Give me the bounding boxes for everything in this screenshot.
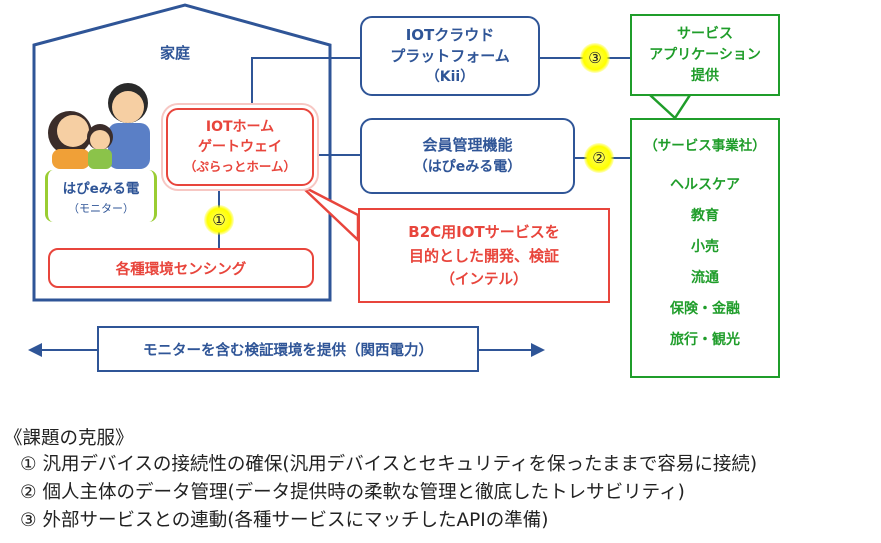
- house-title: 家庭: [160, 44, 191, 62]
- provider-item-retail: 小売: [691, 239, 719, 255]
- b2c-callout-box: B2C用IOTサービスを 目的とした開発、検証 （インテル）: [358, 208, 610, 303]
- monitor-sub: （モニター）: [68, 201, 134, 215]
- member-line2: （はぴeみる電）: [413, 159, 522, 175]
- gateway-line2: ゲートウェイ: [198, 139, 282, 155]
- gateway-box: IOTホーム ゲートウェイ （ぷらっとホーム）: [166, 108, 314, 186]
- gateway-cloud-line: [251, 57, 360, 108]
- cloud-box: IOTクラウド プラットフォーム （Kii）: [360, 16, 540, 96]
- issue-item-3: ③ 外部サービスとの連動(各種サービスにマッチしたAPIの準備): [20, 510, 549, 531]
- family-illustration: [48, 83, 150, 169]
- provider-item-distribution: 流通: [691, 270, 719, 286]
- cloud-line3: （Kii）: [425, 68, 475, 85]
- provider-item-education: 教育: [691, 208, 719, 224]
- service-app-pointer: [646, 93, 693, 120]
- b2c-line3: （インテル）: [440, 271, 528, 288]
- issue-item-1: ① 汎用デバイスの接続性の確保(汎用デバイスとセキュリティを保ったままで容易に接…: [20, 454, 758, 475]
- service-provider-title: （サービス事業社）: [644, 138, 766, 154]
- b2c-line2: 目的とした開発、検証: [408, 246, 559, 265]
- arrow-head-left: [28, 343, 42, 357]
- arrow-head-right: [531, 343, 545, 357]
- service-app-line2: アプリケーション: [649, 46, 761, 63]
- issues-heading: 《課題の克服》: [4, 428, 134, 449]
- provider-item-insurance-finance: 保険・金融: [670, 301, 740, 317]
- gateway-line3: （ぷらっとホーム）: [183, 159, 297, 174]
- service-app-line3: 提供: [691, 67, 719, 84]
- service-app-line1: サービス: [677, 25, 733, 42]
- monitor-name: はぴeみる電: [62, 180, 140, 197]
- monitor-env-label: モニターを含む検証環境を提供（関西電力）: [143, 342, 433, 359]
- sensing-label: 各種環境センシング: [115, 261, 247, 278]
- gateway-line1: IOTホーム: [205, 119, 275, 135]
- member-line1: 会員管理機能: [422, 136, 513, 154]
- monitor-bracket: はぴeみる電 （モニター）: [45, 170, 157, 222]
- service-provider-box: （サービス事業社） ヘルスケア 教育 小売 流通 保険・金融 旅行・観光: [630, 118, 780, 378]
- marker-2: ②: [584, 143, 614, 173]
- provider-item-healthcare: ヘルスケア: [670, 177, 740, 193]
- b2c-line1: B2C用IOTサービスを: [408, 222, 560, 241]
- marker-3: ③: [580, 43, 610, 73]
- monitor-env-box: モニターを含む検証環境を提供（関西電力）: [97, 326, 479, 372]
- cloud-line1: IOTクラウド: [405, 25, 495, 44]
- issue-item-2: ② 個人主体のデータ管理(データ提供時の柔軟な管理と徹底したトレサビリティ): [20, 482, 685, 503]
- sensing-box: 各種環境センシング: [48, 248, 314, 288]
- provider-item-travel-tourism: 旅行・観光: [670, 332, 740, 348]
- cloud-line2: プラットフォーム: [390, 46, 510, 65]
- member-box: 会員管理機能 （はぴeみる電）: [360, 118, 575, 194]
- marker-1: ①: [204, 205, 234, 235]
- service-app-box: サービス アプリケーション 提供: [630, 14, 780, 96]
